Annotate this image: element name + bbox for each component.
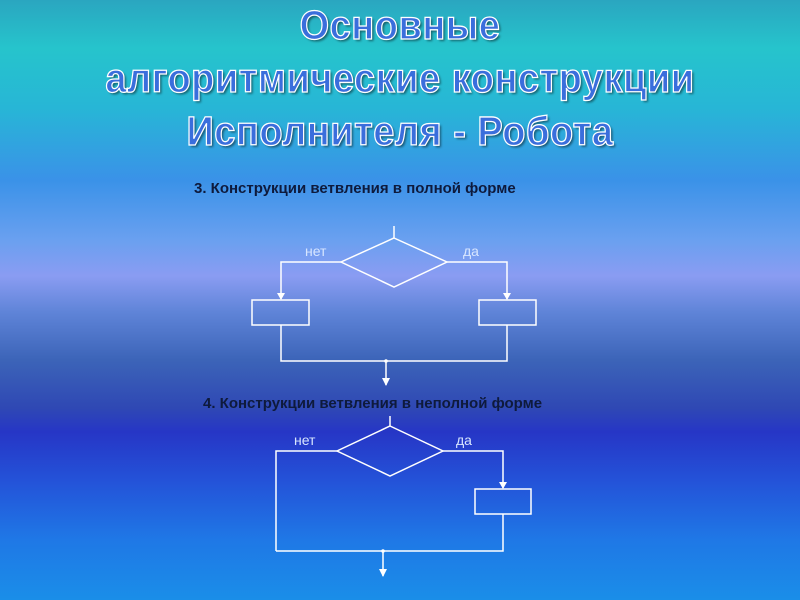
title-line-1: Основные — [299, 3, 501, 49]
full-branch-heading: 3. Конструкции ветвления в полной форме — [194, 180, 516, 197]
partial-merge-dot — [381, 549, 385, 553]
partial-condition-diamond — [335, 425, 445, 477]
full-branch-yes-label: да — [463, 243, 479, 259]
full-no-arrow — [277, 293, 285, 300]
partial-no-branch-line — [275, 450, 337, 551]
full-yes-arrow — [503, 293, 511, 300]
partial-branch-yes-label: да — [456, 432, 472, 448]
partial-merge-line — [276, 514, 504, 552]
title-line-2: алгоритмические конструкции — [105, 56, 695, 102]
partial-yes-branch-line — [443, 450, 504, 488]
full-condition-diamond — [339, 237, 449, 288]
full-merge-dot — [384, 359, 388, 363]
partial-branch-no-label: нет — [294, 432, 316, 448]
full-merge-line — [280, 325, 508, 362]
full-yes-action-box — [478, 299, 537, 326]
partial-exit-arrow — [379, 569, 387, 577]
title-line-3: Исполнителя - Робота — [186, 109, 614, 155]
partial-branch-heading: 4. Конструкции ветвления в неполной форм… — [203, 395, 543, 412]
full-yes-branch-line — [447, 261, 508, 299]
partial-branch-flowchart — [275, 416, 532, 577]
full-exit-arrow — [382, 378, 390, 386]
full-no-branch-line — [280, 261, 341, 299]
full-no-action-box — [251, 299, 310, 326]
partial-yes-action-box — [474, 488, 532, 515]
full-branch-no-label: нет — [305, 243, 327, 259]
full-branch-flowchart — [251, 226, 537, 386]
partial-yes-arrow — [499, 482, 507, 489]
